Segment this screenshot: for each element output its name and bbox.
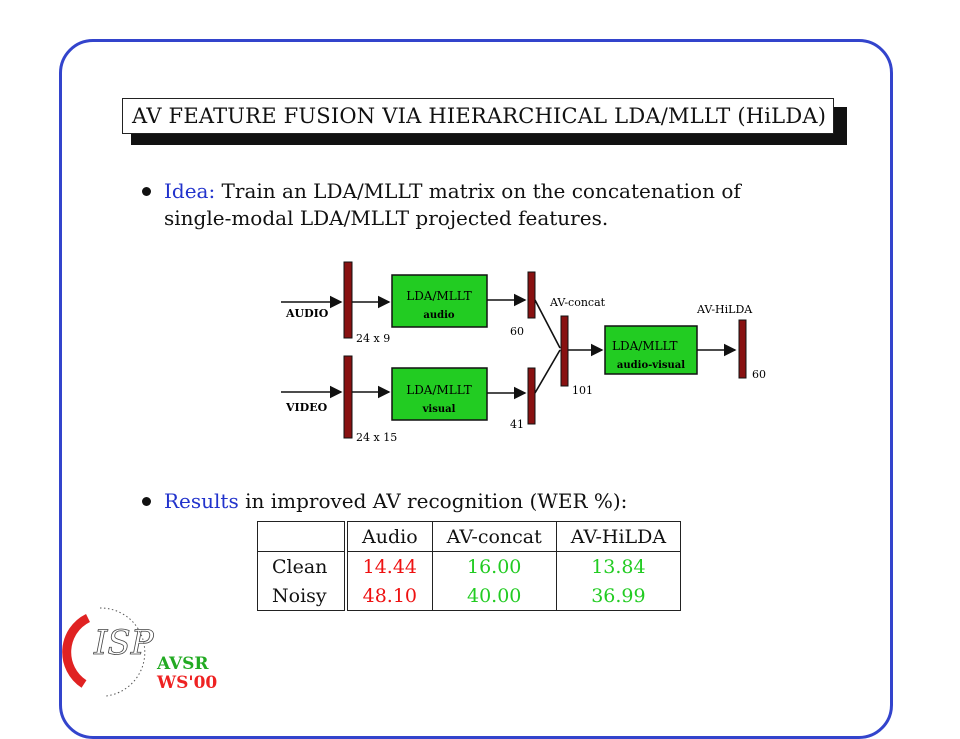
lda-visual-sub: visual [422,404,456,415]
header-cell-av-hilda: AV-HiLDA [556,521,681,552]
concat-dim: 101 [572,384,593,397]
lda-av-box [604,325,698,375]
table-row: Clean 14.44 16.00 13.84 [257,551,681,581]
results-text: in improved AV recognition (WER %): [238,489,628,513]
concat-bar [560,315,569,387]
footer-label: AVSR WS'00 [157,655,217,693]
lda-audio-box [391,274,488,328]
footer-ws: WS'00 [157,673,218,693]
header-cell-audio: Audio [346,521,433,552]
slide-title: AV FEATURE FUSION VIA HIERARCHICAL LDA/M… [122,98,834,134]
bullet-dot [142,187,151,196]
logo-letters: ISP [93,623,155,663]
noisy-av-hilda-value: 36.99 [591,584,646,607]
logo-red-arc [62,613,91,688]
video-feature-bar [343,355,353,439]
clean-audio-value: 14.44 [346,551,433,581]
idea-text-line1: Train an LDA/MLLT matrix on the concaten… [215,179,741,203]
hilda-bar [738,319,747,379]
concat-label: AV-concat [549,296,606,309]
bullet-results: Results in improved AV recognition (WER … [142,488,628,515]
visual-proj-bar [527,367,536,425]
logo-dotted-arc [99,607,146,697]
results-table: Audio AV-concat AV-HiLDA Clean 14.44 16.… [257,521,682,611]
results-keyword: Results [164,489,239,513]
table-row: Noisy 48.10 40.00 36.99 [257,581,681,611]
row-label-clean: Clean [257,551,348,581]
visual-out-dim: 41 [510,418,524,431]
idea-keyword: Idea: [164,179,216,203]
hilda-dim: 60 [752,368,766,381]
bullet-dot [142,497,151,506]
audio-feature-bar [343,261,353,339]
header-cell-empty [257,521,348,552]
video-dim-label: 24 x 15 [356,431,397,444]
lda-av-title: LDA/MLLT [612,339,678,353]
table-header-row: Audio AV-concat AV-HiLDA [257,521,681,552]
clean-av-hilda-value: 13.84 [591,555,646,578]
lda-visual-title: LDA/MLLT [406,383,472,397]
lda-av-sub: audio-visual [617,360,685,371]
hilda-diagram: AUDIO VIDEO 24 x 9 24 x 15 LDA/MLLT audi… [281,261,766,444]
header-cell-av-concat: AV-concat [432,521,557,552]
noisy-av-concat-value: 40.00 [432,581,557,611]
idea-text-line2: single-modal LDA/MLLT projected features… [164,206,609,230]
lda-audio-title: LDA/MLLT [406,289,472,303]
audio-proj-bar [527,271,536,319]
lda-audio-sub: audio [423,310,455,321]
hilda-label: AV-HiLDA [696,303,753,316]
bullet-idea: Idea: Train an LDA/MLLT matrix on the co… [142,178,741,232]
merge-line-visual [534,349,561,394]
audio-out-dim: 60 [510,325,524,338]
video-label: VIDEO [285,401,328,414]
audio-label: AUDIO [285,307,329,320]
clean-av-concat-value: 16.00 [432,551,557,581]
footer-avsr: AVSR [157,654,209,674]
row-label-noisy: Noisy [257,581,348,611]
merge-line-audio [534,299,561,349]
noisy-audio-value: 48.10 [346,581,433,611]
audio-dim-label: 24 x 9 [356,332,390,345]
isp-logo: ISP [62,607,155,697]
lda-visual-box [391,367,488,421]
